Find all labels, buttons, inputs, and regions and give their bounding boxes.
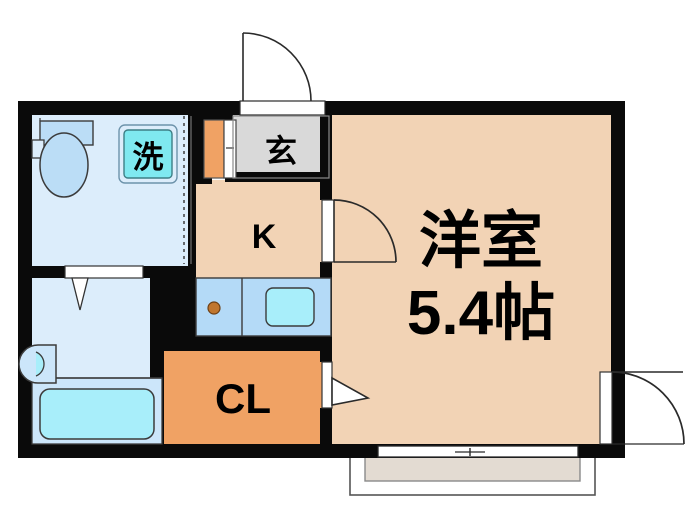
toilet-fixture — [31, 118, 94, 198]
entrance-door-arc — [242, 32, 312, 102]
side-door-arc — [611, 371, 685, 445]
bathtub — [39, 388, 155, 440]
kitchen-fixtures — [195, 277, 332, 337]
closet-door-swing — [331, 376, 371, 406]
closet-floor — [155, 351, 331, 445]
toilet-door-swing — [71, 277, 89, 311]
toilet-door — [64, 265, 144, 311]
stove-burner — [207, 301, 221, 315]
room-entry-door — [321, 199, 397, 263]
closet-label: CL — [215, 375, 271, 422]
shoe-cabinet — [203, 119, 237, 179]
kitchen-floor — [196, 180, 331, 278]
washer-label: 洗 — [133, 140, 164, 175]
western-room-size-label: 5.4帖 — [407, 279, 555, 348]
balcony — [349, 454, 596, 496]
sliding-door-washroom — [183, 116, 192, 264]
western-room-floor — [331, 114, 614, 445]
bath-fixtures — [18, 344, 163, 445]
toilet-bowl — [39, 132, 89, 198]
western-room-label: 洋室 — [419, 207, 543, 276]
genkan-outline — [232, 115, 330, 179]
kitchen-sink — [265, 287, 315, 327]
side-door — [599, 371, 685, 445]
balcony-window — [377, 445, 579, 458]
washing-machine-space — [118, 124, 178, 184]
genkan-label: 玄 — [265, 133, 297, 169]
room-entry-door-arc — [333, 199, 397, 263]
kitchen-label: K — [252, 218, 277, 256]
closet-door — [321, 361, 371, 409]
entrance-door — [239, 32, 326, 116]
genkan-floor — [233, 114, 331, 180]
